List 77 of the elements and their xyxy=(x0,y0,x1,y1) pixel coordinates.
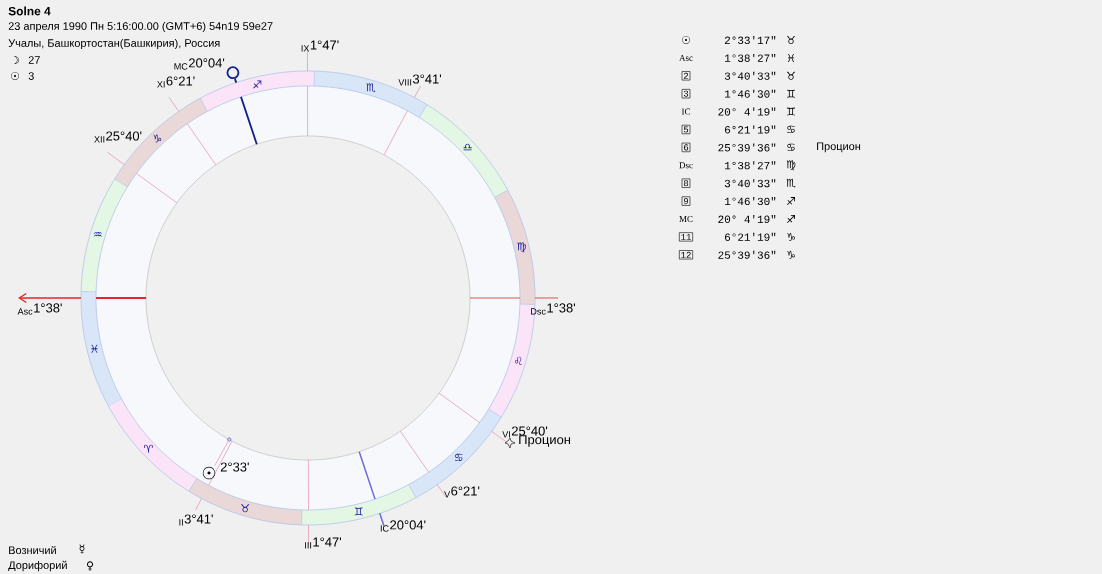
sun-symbol: ☉ xyxy=(11,72,19,80)
table-symbol: ♊ xyxy=(787,89,795,98)
table-symbol: ♋ xyxy=(787,143,795,151)
table-cell: Asc xyxy=(679,54,693,61)
table-symbol: ♏ xyxy=(786,178,796,188)
star-name: Возничий xyxy=(9,545,56,555)
table-symbol: ♊ xyxy=(787,107,795,116)
chart-title: Solne 4 xyxy=(8,6,51,16)
cusp-label: $_{XII}$25°40' xyxy=(94,131,142,143)
table-cell: 1°46'30" xyxy=(725,89,776,98)
cusp-label: $_{III}$1°47' xyxy=(305,537,341,549)
table-symbol: ♉ xyxy=(787,36,795,44)
degree-label: 2°33' xyxy=(220,462,249,472)
zodiac-glyph: ♈ xyxy=(144,444,153,453)
table-symbol: ♑ xyxy=(787,232,795,241)
cusp-label: $_{II}$3°41' xyxy=(179,514,213,526)
star-name: Процион xyxy=(817,142,861,153)
cusp-label: $_{Asc}$1°38' xyxy=(17,303,62,315)
table-cell: 1°46'30" xyxy=(725,197,776,206)
cusp-label: $_{XI}$6°21' xyxy=(157,76,195,88)
boxed-number: 12 xyxy=(679,250,693,260)
header-text: Учалы, Башкортостан(Башкирия), Россия xyxy=(8,38,220,50)
table-cell: 25°39'36" xyxy=(718,143,776,152)
zodiac-glyph: ♒ xyxy=(93,231,102,237)
boxed-number: 6 xyxy=(681,142,691,153)
table-cell: 6°21'19" xyxy=(725,125,776,134)
zodiac-glyph: ♋ xyxy=(455,453,463,461)
table-symbol: ♐ xyxy=(787,197,795,206)
table-cell: 6°21'19" xyxy=(725,232,776,241)
table-symbol: ♍ xyxy=(786,160,796,171)
cusp-label: $_{IX}$1°47' xyxy=(301,40,339,52)
sun-glyph: ☉ xyxy=(202,466,216,480)
boxed-number: 5 xyxy=(681,124,691,135)
day-number: 27 xyxy=(28,56,40,64)
zodiac-glyph: ♌ xyxy=(514,356,522,365)
header-text: 23 апреля 1990 Пн 5:16:00.00 (GMT+6) 54n19 59e27 xyxy=(8,21,273,33)
zodiac-glyph: ♍ xyxy=(517,242,526,253)
table-cell: 2°33'17" xyxy=(724,36,776,44)
boxed-number: 3 xyxy=(681,89,691,99)
day-number: 3 xyxy=(28,72,34,80)
boxed-number: 2 xyxy=(681,71,691,81)
table-symbol: ♉ xyxy=(787,71,795,80)
planet-symbol: ☿ xyxy=(79,544,85,554)
table-symbol: ♑ xyxy=(787,250,795,259)
planet-symbol: ♀ xyxy=(86,561,94,571)
table-cell: 1°38'27" xyxy=(725,161,776,170)
cusp-label: $_{VIII}$3°41' xyxy=(398,74,442,86)
boxed-number: 9 xyxy=(681,196,691,206)
table-cell: 25°39'36" xyxy=(718,250,776,259)
cusp-label: $_{IC}$20°04' xyxy=(380,520,426,532)
table-symbol: ♓ xyxy=(787,53,795,62)
cusp-label: $_{MC}$20°04' xyxy=(174,58,225,70)
table-cell: 3°40'33" xyxy=(724,71,776,80)
zodiac-glyph: ♊ xyxy=(354,507,363,516)
table-cell: 3°40'33" xyxy=(724,179,776,188)
table-symbol: ☉ xyxy=(682,36,690,44)
table-symbol: ♋ xyxy=(787,125,795,133)
zodiac-glyph: ♎ xyxy=(463,143,472,151)
table-cell: 20° 4'19" xyxy=(718,107,776,116)
table-cell: 20° 4'19" xyxy=(718,214,776,223)
zodiac-glyph: ♓ xyxy=(91,344,98,353)
zodiac-glyph: ♏ xyxy=(366,83,376,93)
table-symbol: ♐ xyxy=(787,215,795,223)
cusp-label: $_{V}$6°21' xyxy=(444,486,480,498)
zodiac-glyph: ♑ xyxy=(153,134,162,143)
boxed-number: 8 xyxy=(681,178,691,188)
table-cell: Dsc xyxy=(679,162,693,169)
table-cell: IC xyxy=(681,108,690,115)
star-name: Дорифорий xyxy=(8,560,67,572)
table-cell: MC xyxy=(679,216,693,222)
cusp-label: $_{Dsc}$1°38' xyxy=(531,303,576,315)
zodiac-glyph: ♐ xyxy=(253,80,262,89)
zodiac-glyph: ♉ xyxy=(241,504,250,513)
star-name: Процион xyxy=(519,435,571,447)
moon-symbol: ☽ xyxy=(14,56,19,64)
boxed-number: 11 xyxy=(679,232,693,242)
table-cell: 1°38'27" xyxy=(725,53,776,62)
